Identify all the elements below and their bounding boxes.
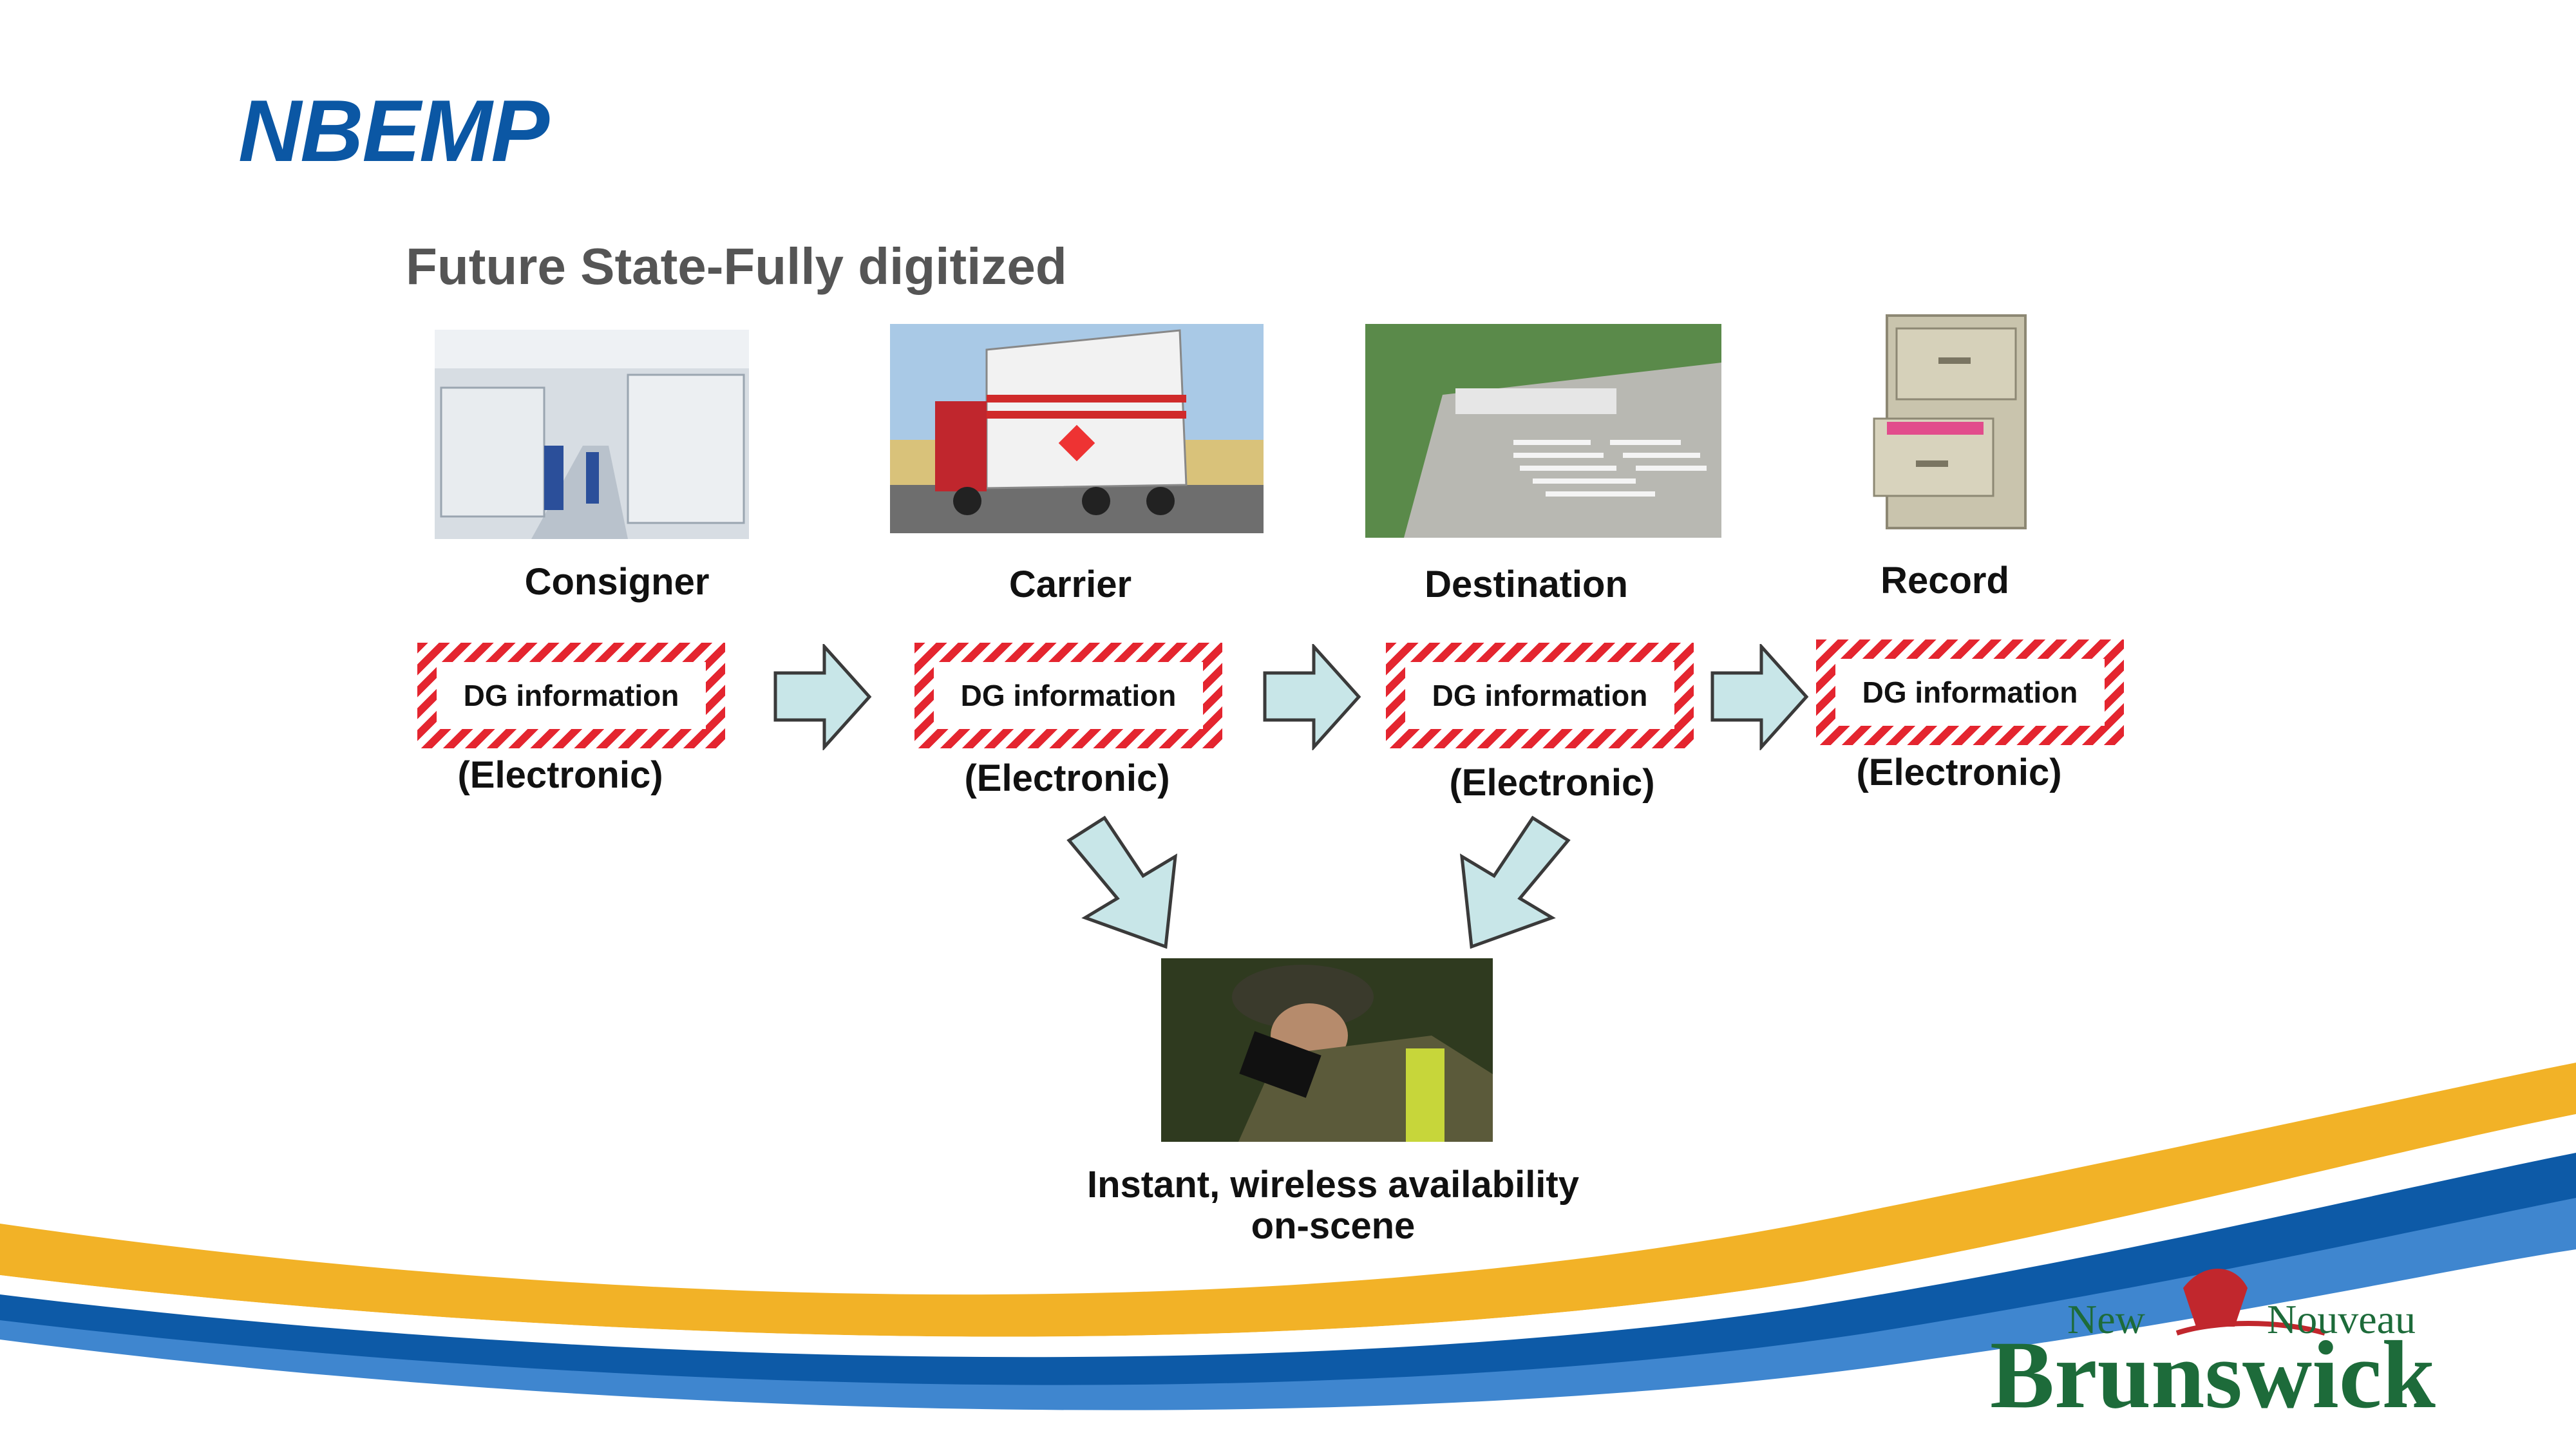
terminal-photo — [1365, 324, 1721, 538]
dg-info-box-carrier: DG information — [914, 643, 1222, 748]
format-label-destination: (Electronic) — [1449, 762, 1655, 804]
format-label-carrier: (Electronic) — [964, 757, 1170, 799]
dg-info-box-destination: DG information — [1386, 643, 1694, 748]
filing-cabinet-photo — [1868, 312, 2045, 535]
page-title: NBEMP — [238, 82, 549, 180]
logo-word-new: New — [2067, 1296, 2145, 1342]
format-label-consigner: (Electronic) — [457, 754, 663, 796]
decorative-wave — [0, 1063, 2576, 1449]
dg-info-box-consigner: DG information — [417, 643, 725, 748]
block-arrow-right-icon — [1710, 644, 1809, 750]
firefighter-phone-photo — [1161, 958, 1493, 1142]
caption-line-1: Instant, wireless availability — [1087, 1164, 1579, 1206]
dg-info-text: DG information — [1405, 662, 1674, 729]
stage-label-record: Record — [1880, 560, 2009, 601]
dg-info-text: DG information — [1835, 659, 2105, 726]
block-arrow-right-icon — [1263, 644, 1361, 750]
caption-line-2: on-scene — [1251, 1205, 1416, 1247]
dg-info-text: DG information — [437, 662, 706, 729]
dg-info-box-record: DG information — [1816, 639, 2124, 745]
stage-label-consigner: Consigner — [524, 561, 710, 603]
dg-info-text: DG information — [934, 662, 1203, 729]
truck-photo — [890, 324, 1264, 533]
block-arrow-down-right-icon — [1066, 815, 1178, 949]
warehouse-photo — [435, 330, 749, 539]
slide-subtitle: Future State-Fully digitized — [406, 238, 1067, 295]
new-brunswick-logo: New Nouveau Brunswick — [1990, 1269, 2436, 1417]
block-arrow-down-left-icon — [1459, 815, 1571, 949]
stage-label-destination: Destination — [1425, 564, 1628, 605]
format-label-record: (Electronic) — [1856, 752, 2062, 793]
bottom-caption: Instant, wireless availability on-scene — [1005, 1164, 1662, 1247]
logo-word-brunswick: Brunswick — [1990, 1321, 2436, 1417]
stage-label-carrier: Carrier — [1009, 564, 1132, 605]
block-arrow-right-icon — [773, 644, 872, 750]
logo-word-nouveau: Nouveau — [2267, 1296, 2416, 1342]
